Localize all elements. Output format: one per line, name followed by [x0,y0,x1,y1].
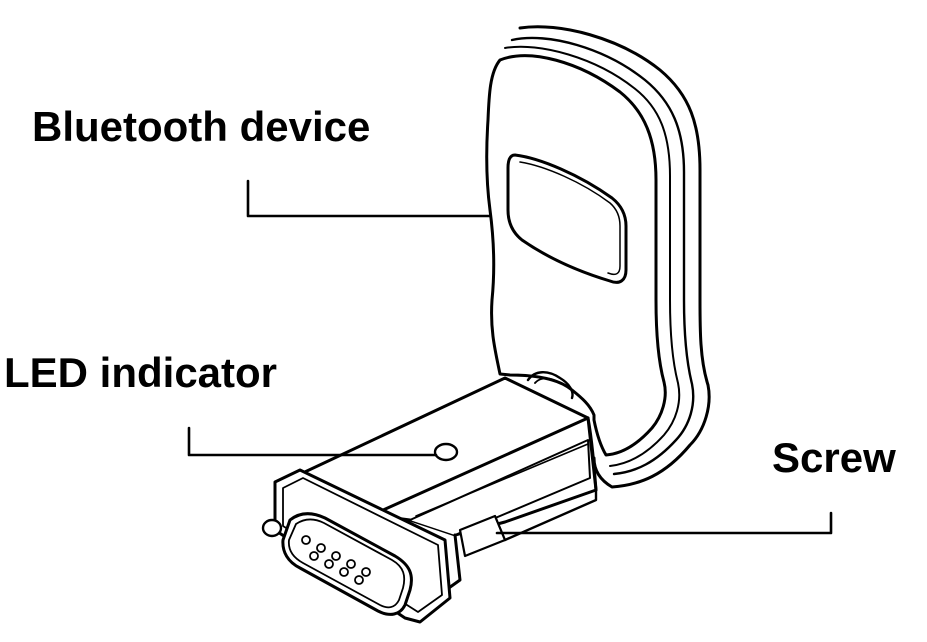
leader-line-led [187,426,438,457]
label-screw: Screw [772,434,896,481]
bluetooth-device-body [485,25,711,489]
leader-line-bluetooth [246,179,492,218]
leader-line-screw [495,511,833,535]
led-indicator-dot [433,442,459,462]
label-led-indicator: LED indicator [4,349,278,396]
db9-pins [301,535,371,585]
label-bluetooth-device: Bluetooth device [32,103,371,150]
